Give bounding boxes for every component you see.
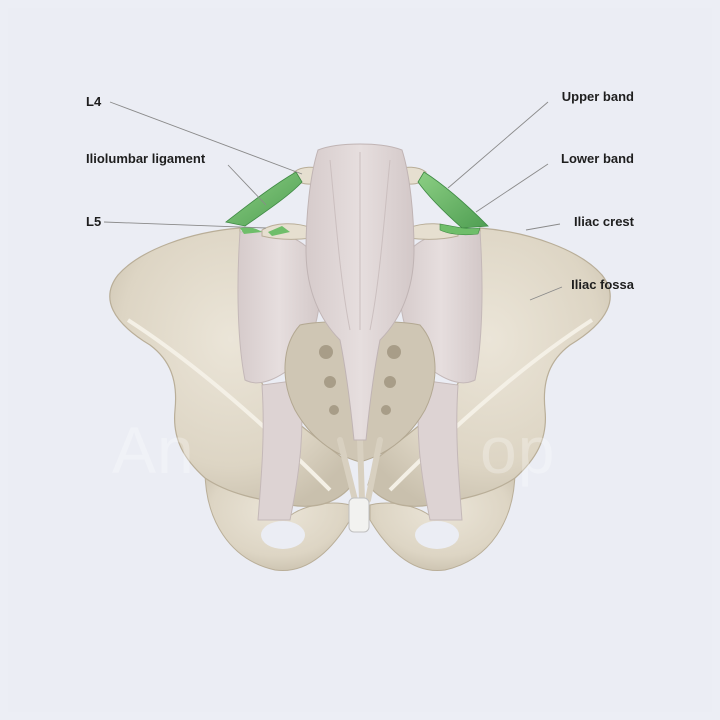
label-l5: L5 [86,214,102,229]
iliolumbar-ligament-right [417,171,489,236]
label-iliac-fossa: Iliac fossa [571,277,634,292]
pubic-symphysis [348,497,370,533]
label-l4: L4 [86,94,102,109]
label-upper-band: Upper band [561,89,634,104]
label-iliolumbar-ligament: Iliolumbar ligament [86,151,206,166]
leader-lines [103,101,563,301]
label-lower-band: Lower band [561,151,634,166]
iliolumbar-ligament-left [225,171,303,236]
label-iliac-crest: Iliac crest [574,214,634,229]
